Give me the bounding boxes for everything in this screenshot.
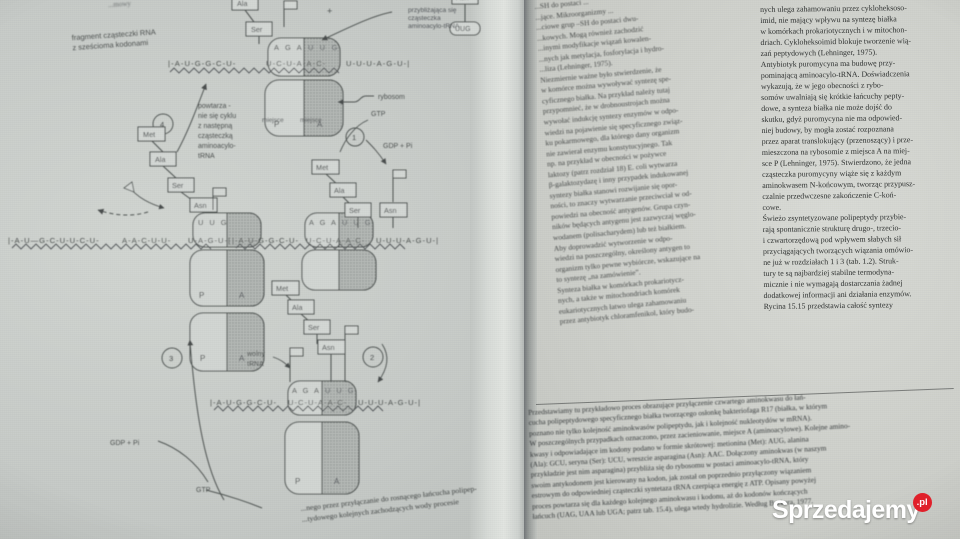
svg-text:cząsteczką: cząsteczką (198, 133, 233, 140)
svg-text:U U G: U U G (342, 218, 373, 227)
svg-text:P: P (274, 120, 279, 129)
svg-text:U-C-U-A-A-C-: U-C-U-A-A-C- (266, 59, 326, 68)
watermark: Sprzedajemy .pl (772, 493, 932, 524)
svg-text:Ala: Ala (292, 303, 303, 312)
svg-text:Asn: Asn (322, 343, 335, 352)
svg-text:Met: Met (143, 130, 155, 139)
svg-text:miejsce: miejsce (300, 117, 322, 124)
translation-diagram: A G A U U G P A miejsce miejsce |-A-U- (8, 0, 481, 509)
svg-text:Asn: Asn (456, 0, 469, 2)
right-page-inner-column: ...SH do postaci ... ...jące. Mikroorgan… (534, 0, 781, 328)
svg-text:2: 2 (370, 353, 374, 362)
svg-text:Ser: Ser (172, 181, 184, 190)
svg-text:|-A-U-G-G-C-U-: |-A-U-G-G-C-U- (168, 59, 236, 68)
svg-text:cząsteczka: cząsteczka (408, 15, 441, 22)
svg-text:U U G: U U G (325, 386, 356, 395)
svg-text:|-A-U—G-C-U-U-C-U-: |-A-U—G-C-U-U-C-U- (8, 236, 100, 245)
svg-text:U-U-U-A-G-U-|: U-U-U-A-G-U-| (346, 59, 410, 68)
svg-text:A: A (317, 120, 323, 129)
svg-text:Ala: Ala (334, 186, 345, 195)
right-page-outer-column: nych ulega zahamowaniu przez cykloheksos… (760, 2, 960, 312)
svg-text:A-A-C-U-U-: A-A-C-U-U- (122, 236, 171, 245)
svg-text:przybliżająca się: przybliżająca się (408, 7, 457, 14)
svg-text:Met: Met (316, 163, 328, 172)
watermark-badge-text: .pl (916, 496, 928, 508)
svg-text:GTP: GTP (196, 487, 211, 494)
book-gutter (470, 0, 532, 539)
svg-text:U-U-U-A-G-U-|: U-U-U-A-G-U-| (358, 398, 421, 407)
svg-text:|-A-U-G-G-C-U-: |-A-U-G-G-C-U- (210, 398, 277, 407)
svg-text:z następną: z następną (198, 123, 232, 130)
svg-text:nie się cyklu: nie się cyklu (198, 113, 236, 120)
svg-text:P: P (200, 354, 205, 363)
svg-text:miejsce: miejsce (262, 117, 284, 124)
svg-text:P: P (199, 291, 204, 300)
svg-text:wolny: wolny (246, 351, 265, 358)
svg-text:U-U-U-A-G-U-|: U-U-U-A-G-U-| (376, 236, 439, 245)
svg-text:Ala: Ala (237, 0, 248, 8)
svg-text:4: 4 (160, 120, 164, 129)
svg-text:Ser: Ser (251, 25, 263, 34)
svg-text:|-A-U-G-G-C-U-: |-A-U-G-G-C-U- (232, 236, 299, 245)
svg-text:3: 3 (169, 354, 173, 363)
svg-text:UUG: UUG (455, 26, 471, 33)
svg-text:1: 1 (352, 133, 356, 142)
svg-text:U-C-U-A-A-C-: U-C-U-A-A-C- (288, 398, 347, 407)
svg-text:Ser: Ser (308, 323, 320, 332)
svg-text:Ala: Ala (155, 155, 166, 164)
svg-text:P: P (295, 477, 300, 486)
svg-text:GDP + Pi: GDP + Pi (383, 143, 413, 150)
watermark-text: Sprzedajemy (772, 496, 920, 524)
svg-text:U U G: U U G (308, 43, 340, 52)
svg-text:A: A (239, 354, 245, 363)
svg-text:GDP + Pi: GDP + Pi (110, 440, 140, 447)
svg-text:+: + (327, 6, 332, 16)
svg-text:tRNA: tRNA (198, 153, 215, 160)
svg-text:aminoacylo-: aminoacylo- (198, 143, 236, 150)
svg-text:Asn: Asn (384, 206, 397, 215)
svg-text:Met: Met (276, 284, 288, 293)
svg-text:A: A (239, 291, 245, 300)
right-page (524, 0, 960, 539)
svg-text:U-A-G-U-|: U-A-G-U-| (188, 236, 231, 245)
svg-text:Ser: Ser (349, 206, 361, 215)
svg-text:Asn: Asn (194, 201, 207, 210)
svg-text:tRNA: tRNA (247, 361, 264, 368)
svg-text:powtarza -: powtarza - (198, 103, 231, 110)
svg-text:aminoacylo-tRNA: aminoacylo-tRNA (408, 23, 460, 30)
svg-text:A G A: A G A (274, 43, 304, 52)
watermark-badge: .pl (912, 493, 932, 512)
svg-text:U-C-U-A-A-C-: U-C-U-A-A-C- (306, 236, 365, 245)
svg-text:A: A (334, 477, 340, 486)
svg-text:U U G: U U G (198, 218, 229, 227)
svg-text:GTP: GTP (371, 111, 386, 118)
svg-text:A G A: A G A (309, 218, 338, 227)
svg-text:rybosom: rybosom (378, 94, 405, 101)
svg-text:A G A: A G A (292, 386, 321, 395)
